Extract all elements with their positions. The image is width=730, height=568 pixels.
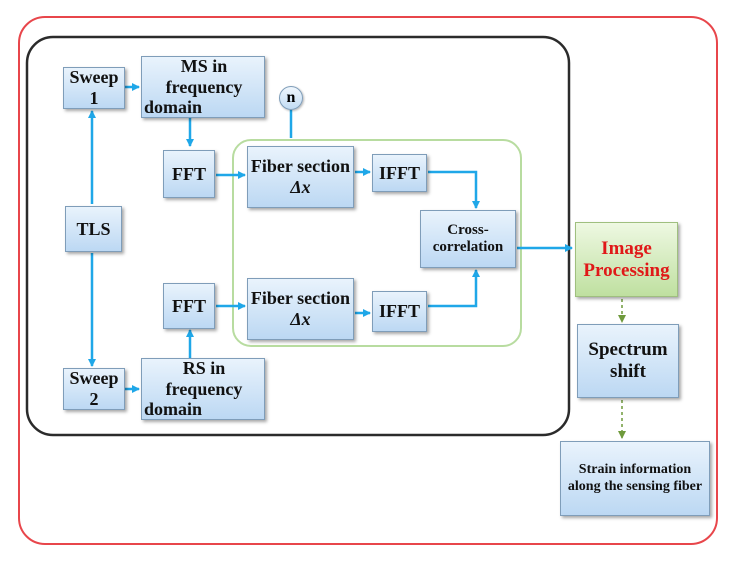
fiber-bottom-delta-x: Δx: [290, 309, 311, 329]
fft-top-label: FFT: [172, 163, 206, 184]
sweep2-label: Sweep 2: [69, 368, 119, 409]
rs-domain-line1: RS in frequency: [165, 357, 243, 399]
sweep1-box: Sweep 1: [63, 67, 125, 109]
sweep2-box: Sweep 2: [63, 368, 125, 410]
fft-bottom-box: FFT: [163, 283, 215, 329]
fiber-section-bottom-box: Fiber section Δx: [247, 278, 354, 340]
ifft-top-label: IFFT: [378, 162, 420, 183]
cross-correlation-box: Cross- correlation: [420, 210, 516, 268]
fiber-top-delta-x: Δx: [290, 177, 311, 197]
correlation-frame: [232, 139, 522, 347]
rs-domain-box: RS in frequency domain: [141, 358, 265, 420]
spectrum-line1: Spectrum: [588, 339, 668, 361]
ms-domain-box: MS in frequency domain: [141, 56, 265, 118]
spectrum-shift-box: Spectrum shift: [577, 324, 679, 398]
arrow-ifft-top-cross: [428, 170, 480, 209]
cross-line1: Cross-: [447, 221, 489, 238]
image-line2: Processing: [583, 259, 670, 281]
sweep1-label: Sweep 1: [69, 67, 119, 108]
fiber-section-top-box: Fiber section Δx: [247, 146, 354, 208]
fft-top-box: FFT: [163, 150, 215, 198]
fiber-top-line1: Fiber section: [250, 156, 351, 177]
ifft-bottom-box: IFFT: [372, 291, 427, 332]
spectrum-line2: shift: [610, 361, 646, 382]
ifft-bottom-label: IFFT: [378, 301, 420, 322]
tls-box: TLS: [65, 206, 122, 252]
ms-domain-line2: domain: [144, 97, 203, 118]
rs-domain-line2: domain: [144, 399, 203, 420]
strain-line2: along the sensing fiber: [567, 478, 703, 494]
fft-bottom-label: FFT: [172, 295, 206, 316]
strain-line1: Strain information: [578, 462, 692, 478]
ms-domain-line1: MS in frequency: [165, 55, 243, 97]
fiber-bottom-line1: Fiber section: [250, 288, 351, 309]
image-line1: Image: [601, 237, 652, 259]
inner-frame: [25, 35, 571, 437]
strain-information-box: Strain information along the sensing fib…: [560, 441, 710, 516]
ifft-top-box: IFFT: [372, 154, 427, 192]
n-parameter-node: n: [279, 86, 303, 110]
tls-label: TLS: [76, 218, 111, 239]
outer-frame: [18, 16, 718, 545]
image-processing-box: Image Processing: [575, 222, 678, 297]
arrow-ifft-bottom-cross: [428, 269, 480, 308]
n-label: n: [286, 89, 296, 106]
cross-line2: correlation: [432, 239, 504, 255]
